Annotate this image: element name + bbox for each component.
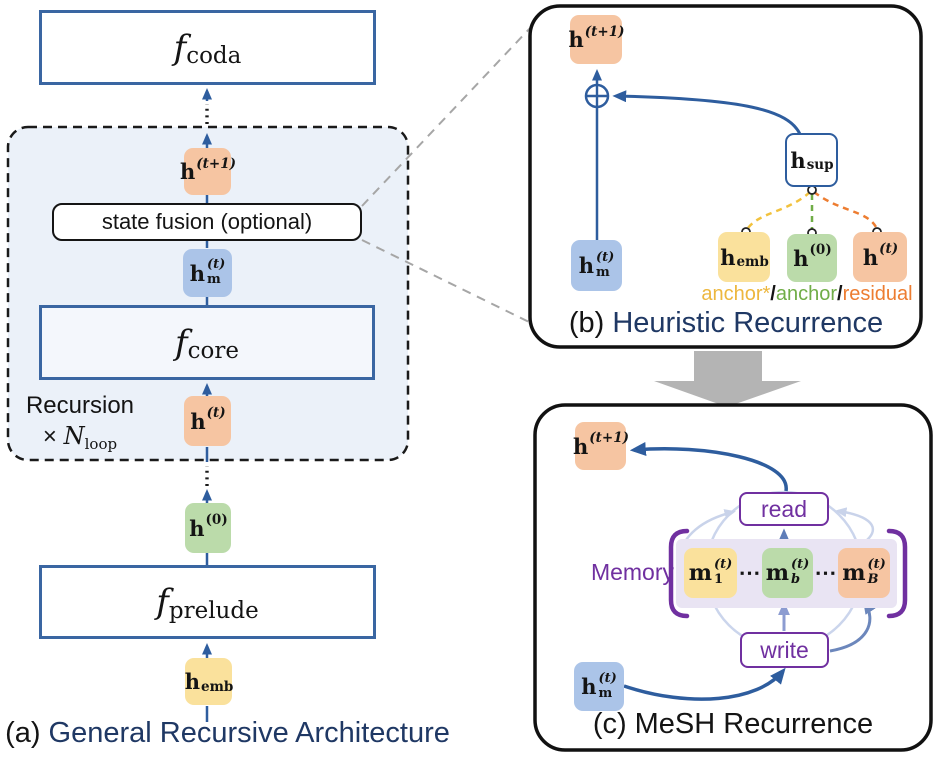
read-box: read bbox=[739, 492, 829, 526]
chip-m-b: m (t)b bbox=[762, 548, 813, 598]
caption-a: (a)General Recursive Architecture bbox=[5, 717, 450, 749]
chip-h-t-b: h(t) bbox=[853, 232, 907, 282]
down-block-arrow-icon bbox=[654, 351, 801, 407]
chip-h-t1-b: h(t+1) bbox=[569, 15, 625, 64]
chip-m-1: m (t)1 bbox=[684, 548, 737, 598]
chip-h-t1-c: h(t+1) bbox=[573, 422, 629, 470]
circle-plus-icon bbox=[584, 83, 610, 109]
chip-h-t-a: h(t) bbox=[184, 396, 231, 446]
chip-h-0-b: h(0) bbox=[787, 234, 837, 282]
write-box: write bbox=[740, 632, 829, 668]
caption-c: (c)MeSH Recurrence bbox=[592, 708, 874, 740]
memory-ellipsis-1: ⋯ bbox=[738, 560, 761, 586]
chip-m-B: m (t)B bbox=[838, 548, 890, 598]
fusion-legend: anchor*/anchor/residual bbox=[701, 283, 913, 305]
recursion-label: Recursion × Nloop bbox=[25, 392, 135, 453]
chip-h-t1-a: h(t+1) bbox=[180, 148, 236, 195]
memory-ellipsis-2: ⋯ bbox=[814, 560, 837, 586]
chip-h-m-c: h (t)m bbox=[574, 662, 624, 711]
state-fusion-box: state fusion (optional) bbox=[52, 203, 362, 241]
zoom-connector-lines bbox=[361, 25, 533, 323]
memory-label: Memory bbox=[590, 559, 674, 585]
chip-h-m-a: h (t)m bbox=[183, 249, 232, 297]
caption-b: (b)Heuristic Recurrence bbox=[568, 307, 884, 339]
chip-h-0-a: h(0) bbox=[185, 503, 231, 553]
connector-dots bbox=[741, 185, 882, 238]
f-coda-symbol: f bbox=[173, 27, 187, 68]
chip-h-m-b: h (t)m bbox=[571, 240, 622, 291]
